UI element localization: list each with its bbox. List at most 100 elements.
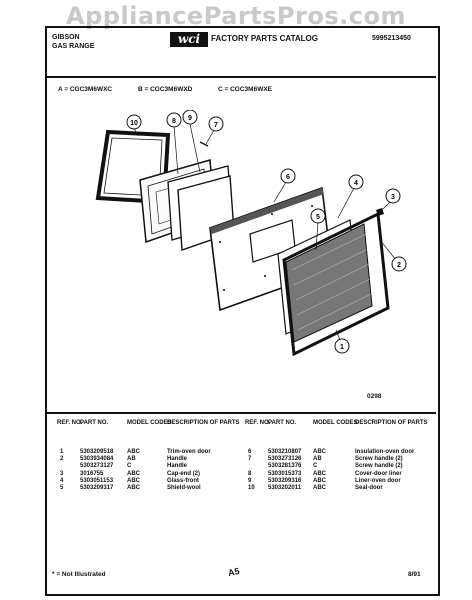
catalog-date: 8/91 <box>408 571 421 578</box>
table-row-part: 3016755 <box>80 470 104 477</box>
parts-right-codes-column: ABC AB C ABC ABC ABC <box>313 449 326 492</box>
table-row-codes: C <box>127 463 132 470</box>
table-row-ref <box>248 463 255 470</box>
parts-left-ref-column: 1 2 3 4 5 <box>60 449 63 492</box>
table-row-part: 5303273127 <box>80 463 114 470</box>
table-row-desc: Insulation-oven door <box>355 449 415 455</box>
exploded-door-diagram: 10 8 9 7 6 4 5 3 2 1 <box>95 110 407 357</box>
figure-code: 0298 <box>367 393 382 400</box>
callout-5-label: 5 <box>316 214 320 221</box>
parts-left-desc-column: Trim-oven door Handle Handle Cap-end (2)… <box>167 449 211 492</box>
callout-4-label: 4 <box>354 180 358 187</box>
brand: GIBSON <box>52 34 80 41</box>
parts-right-desc-column: Insulation-oven door Screw handle (2) Sc… <box>355 449 414 492</box>
table-row-part: 5303210807 <box>268 449 302 455</box>
callout-3: 3 <box>385 188 401 204</box>
callout-6-label: 6 <box>286 174 290 181</box>
table-row-desc: Trim-oven door <box>167 449 211 455</box>
trim-frame <box>282 211 390 357</box>
callout-10: 10 <box>126 114 142 130</box>
table-row-codes: C <box>313 463 318 470</box>
table-row-desc: Screw handle (2) <box>355 456 403 463</box>
table-row-part: 5303202011 <box>268 485 302 492</box>
table-row-ref: 7 <box>248 456 252 463</box>
table-row-codes: AB <box>313 456 322 463</box>
table-row-ref: 4 <box>60 477 64 484</box>
hdr-part-right: PART NO. <box>268 420 297 426</box>
table-row-ref: 2 <box>60 456 64 463</box>
table-row-part: 5303934084 <box>80 456 114 463</box>
table-row-ref: 10 <box>248 485 255 491</box>
table-row-codes: AB <box>127 456 136 463</box>
table-row-part: 5303209317 <box>80 485 114 492</box>
table-row-desc: Handle <box>167 463 188 470</box>
table-row-part: 5303281376 <box>268 463 302 470</box>
hdr-ref-right: REF. NO. <box>245 420 271 426</box>
table-row-ref: 6 <box>248 449 252 455</box>
header-divider <box>47 76 436 78</box>
hdr-desc-left: DESCRIPTION OF PARTS <box>167 420 240 426</box>
callout-3-label: 3 <box>391 194 395 201</box>
model-c: C = CGC3M6WXE <box>218 86 272 93</box>
callout-9-label: 9 <box>188 115 192 122</box>
wci-logo: wci <box>170 32 208 47</box>
table-row-desc: Liner-oven door <box>355 477 401 484</box>
catalog-page <box>45 26 440 596</box>
table-row-part: 5303209518 <box>80 449 114 455</box>
table-row-desc: Shield-wool <box>167 485 201 492</box>
callout-4: 4 <box>348 174 364 190</box>
table-row-part: 5303209316 <box>268 477 302 484</box>
table-row-part: 5303273126 <box>268 456 302 463</box>
not-illustrated-note: * = Not Illustrated <box>52 571 106 578</box>
callout-8: 8 <box>166 112 182 128</box>
product: GAS RANGE <box>52 43 95 50</box>
parts-left-codes-column: ABC AB C ABC ABC ABC <box>127 449 140 492</box>
table-row-codes: ABC <box>313 470 326 477</box>
callout-5: 5 <box>310 208 326 224</box>
table-row-ref: 5 <box>60 485 64 491</box>
table-row-ref <box>60 463 63 470</box>
table-row-codes: ABC <box>127 449 140 455</box>
table-row-desc: Handle <box>167 456 188 463</box>
hdr-ref-left: REF. NO. <box>57 420 83 426</box>
table-row-ref: 9 <box>248 477 252 484</box>
table-row-ref: 3 <box>60 470 64 477</box>
table-row-desc: Screw handle (2) <box>355 463 403 470</box>
callout-1: 1 <box>334 338 350 354</box>
table-row-codes: ABC <box>313 485 326 492</box>
table-row-codes: ABC <box>127 485 140 492</box>
callout-2: 2 <box>391 256 407 272</box>
callout-7: 7 <box>208 116 224 132</box>
callout-2-label: 2 <box>397 262 401 269</box>
callout-7-label: 7 <box>214 122 218 129</box>
parts-right-ref-column: 6 7 8 9 10 <box>248 449 255 492</box>
table-row-desc: Cap-end (2) <box>167 470 200 477</box>
parts-left-part-column: 5303209518 5303934084 5303273127 3016755… <box>80 449 113 492</box>
table-row-desc: Seal-door <box>355 485 383 492</box>
handle-screw <box>199 141 209 147</box>
callout-6: 6 <box>280 168 296 184</box>
hdr-codes-left: MODEL CODES <box>127 420 172 426</box>
model-b: B = CGC3M6WXD <box>138 86 193 93</box>
table-row-codes: ABC <box>313 449 326 455</box>
catalog-title: FACTORY PARTS CATALOG <box>211 34 318 43</box>
table-row-codes: ABC <box>127 470 140 477</box>
model-a: A = CGC3M6WXC <box>58 86 113 93</box>
table-row-desc: Glass-front <box>167 477 200 484</box>
table-row-codes: ABC <box>313 477 326 484</box>
watermark: AppliancePartsPros.com <box>66 2 406 30</box>
hdr-codes-right: MODEL CODES <box>313 420 358 426</box>
hdr-desc-right: DESCRIPTION OF PARTS <box>355 420 428 426</box>
table-row-ref: 1 <box>60 449 64 455</box>
table-row-part: 5303051153 <box>80 477 114 484</box>
table-divider <box>47 412 436 414</box>
parts-right-part-column: 5303210807 5303273126 5303281376 5303015… <box>268 449 301 492</box>
callout-10-label: 10 <box>130 120 138 127</box>
table-row-part: 5303015373 <box>268 470 302 477</box>
hdr-part-left: PART NO. <box>80 420 109 426</box>
callout-8-label: 8 <box>172 118 176 125</box>
callout-1-label: 1 <box>340 344 344 351</box>
catalog-number: 5995213450 <box>372 35 411 42</box>
callout-9: 9 <box>182 110 198 125</box>
table-row-codes: ABC <box>127 477 140 484</box>
